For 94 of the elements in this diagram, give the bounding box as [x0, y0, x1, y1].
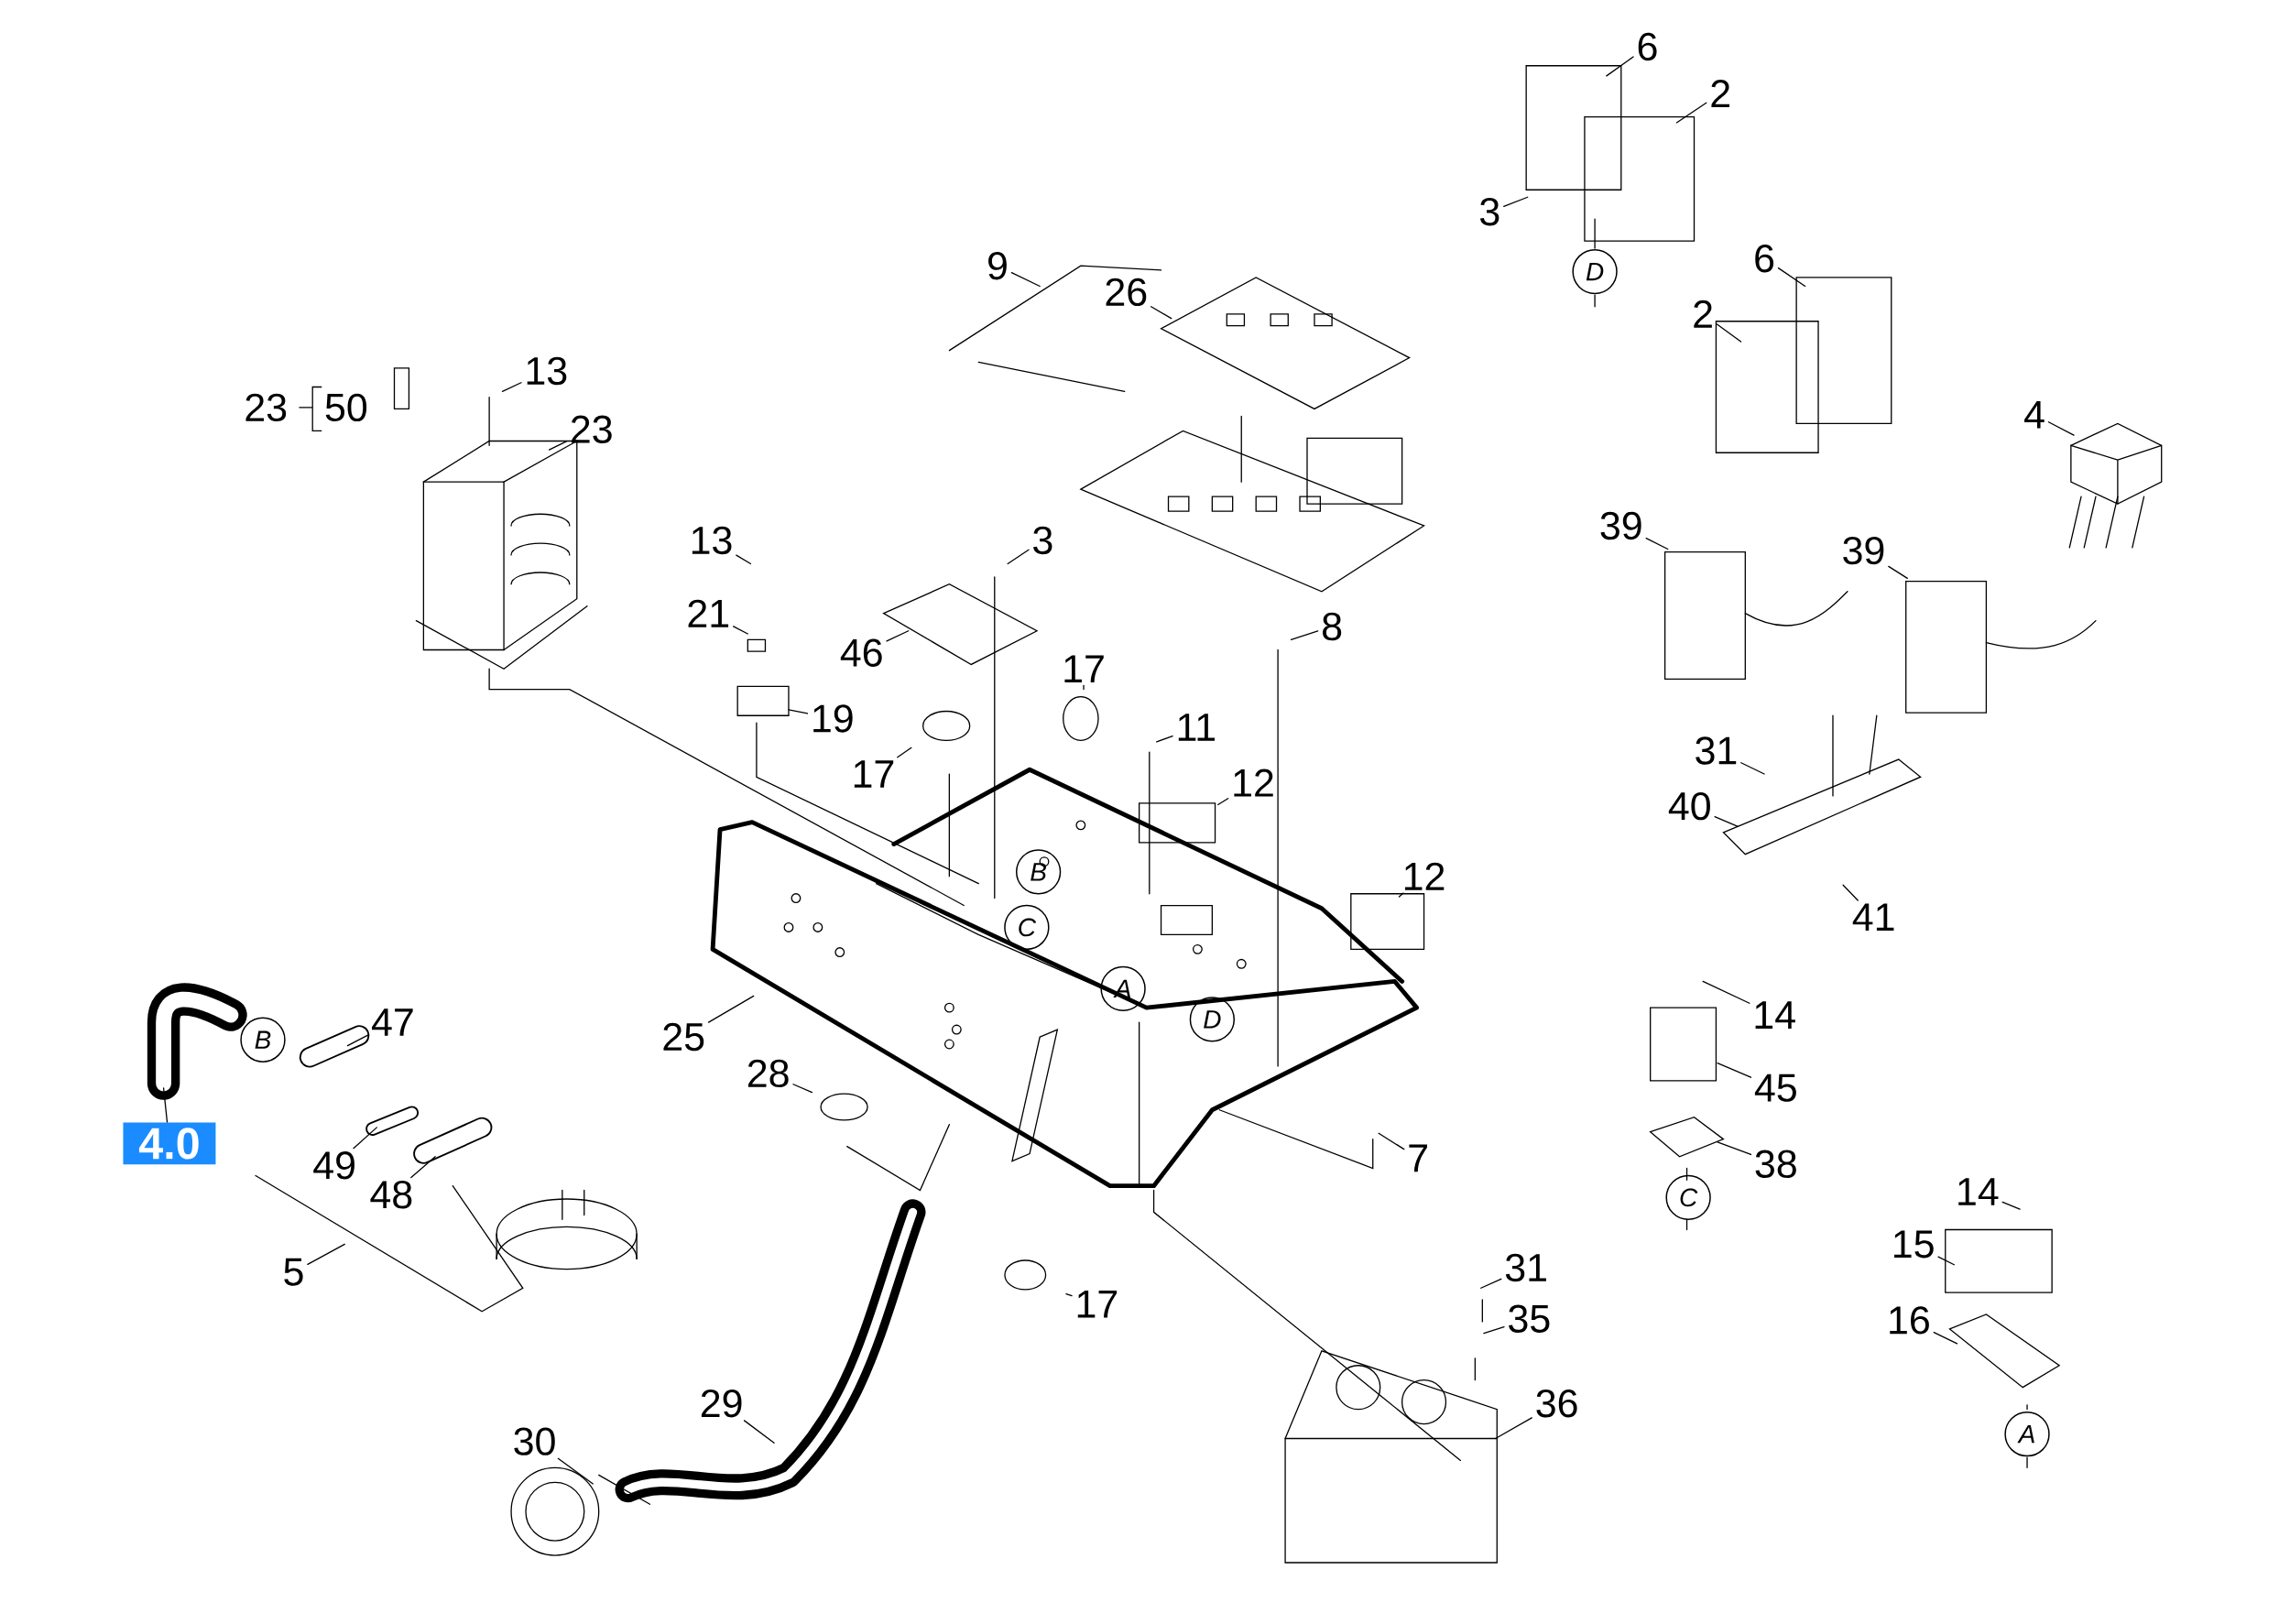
leader-line: [1777, 267, 1806, 288]
callout-number: 21: [688, 599, 729, 627]
callout-number: 14: [1755, 1001, 1795, 1029]
callout-number: 9: [988, 252, 1007, 280]
leader-line: [501, 382, 522, 392]
leader-line: [557, 1457, 594, 1485]
leader-line: [353, 1127, 377, 1150]
callout-number: 39: [1843, 536, 1884, 565]
callout-number: 8: [1323, 612, 1342, 641]
callout-number: 4: [2024, 401, 2045, 429]
leader-line: [707, 995, 755, 1023]
leader-line: [1675, 102, 1707, 124]
callout-number: 13: [527, 356, 567, 386]
callout-number: 3: [1480, 198, 1499, 226]
callout-number: 6: [1755, 245, 1774, 273]
callout-number: 28: [747, 1059, 789, 1088]
leader-line: [1714, 816, 1739, 828]
leader-line: [1503, 196, 1529, 207]
callout-number: 31: [1505, 1253, 1546, 1282]
leader-line: [1480, 1278, 1502, 1289]
callout-number: 40: [1668, 791, 1710, 821]
leader-line: [1398, 892, 1404, 898]
leader-line: [548, 441, 568, 451]
callout-number: 46: [840, 638, 882, 667]
leader-line: [1290, 630, 1319, 640]
leader-line: [2001, 1201, 2021, 1210]
leader-line: [346, 1034, 369, 1047]
callout-number: 13: [692, 526, 732, 555]
leader-line: [1888, 565, 1908, 580]
leader-line: [1156, 735, 1173, 743]
leader-line: [1007, 549, 1030, 565]
callout-number: 2: [1694, 300, 1712, 328]
leader-line: [736, 554, 752, 565]
leader-line: [162, 1087, 169, 1123]
callout-number: 35: [1509, 1304, 1550, 1333]
leader-line: [886, 630, 910, 642]
leader-line: [897, 747, 912, 758]
leader-line: [788, 709, 809, 714]
leader-line: [307, 1243, 345, 1266]
leader-line: [1083, 684, 1085, 691]
callout-number: 14: [1958, 1178, 1999, 1205]
callout-number: 48: [370, 1181, 412, 1209]
callout-number: 23: [572, 415, 612, 443]
callout-number: 31: [1696, 736, 1737, 765]
callout-number: 41: [1852, 903, 1894, 932]
leader-line: [1483, 1325, 1505, 1335]
leader-line: [1065, 1293, 1073, 1297]
leader-line: [1717, 1063, 1752, 1078]
leader-line: [1717, 1141, 1752, 1156]
callout-number: 12: [1404, 862, 1445, 890]
callout-number: 17: [1064, 655, 1104, 683]
callout-number: 7: [1409, 1144, 1427, 1172]
leader-line: [743, 1420, 775, 1444]
callout-number: 47: [372, 1008, 413, 1036]
callout-number: 19: [813, 704, 853, 733]
callout-number: 49: [313, 1151, 354, 1180]
leader-line: [1010, 271, 1041, 288]
callout-number: 36: [1536, 1390, 1577, 1418]
leader-line: [1937, 1256, 1955, 1266]
leader-line: [1495, 1417, 1532, 1440]
callout-number: 5: [284, 1258, 303, 1286]
leader-line: [1716, 323, 1742, 343]
callout-number: 6: [1638, 32, 1657, 61]
callout-number: 17: [1077, 1291, 1118, 1318]
leader-line: [1740, 762, 1765, 775]
callout-number: 12: [1234, 768, 1273, 797]
leader-line: [1150, 306, 1172, 320]
callout-number: 45: [1754, 1074, 1796, 1102]
leader-line: [1217, 798, 1229, 806]
leader-line: [1378, 1132, 1405, 1150]
callout-number: 30: [514, 1427, 555, 1455]
leader-line: [1933, 1331, 1958, 1345]
callout-number: 23: [245, 393, 287, 422]
callout-number: 15: [1894, 1230, 1934, 1259]
leader-line: [1702, 980, 1750, 1004]
callout-number: 29: [701, 1390, 742, 1418]
leader-line: [410, 1156, 436, 1179]
callout-number: 2: [1711, 80, 1729, 108]
callout-number: 16: [1890, 1306, 1929, 1335]
section-badge: 4.0: [123, 1122, 216, 1165]
callout-number: 50: [325, 393, 367, 422]
leader-line: [2047, 421, 2075, 436]
leader-line: [1645, 538, 1669, 550]
leader-line: [1842, 884, 1859, 901]
callout-number: 11: [1178, 714, 1215, 741]
callout-number: 26: [1106, 278, 1147, 307]
leader-line: [733, 626, 748, 635]
leader-line: [1606, 56, 1634, 77]
callout-number: 38: [1755, 1150, 1796, 1178]
callout-number: 17: [854, 760, 894, 788]
callout-number: 3: [1033, 526, 1052, 555]
leader-line: [792, 1084, 813, 1094]
callout-number: 39: [1600, 511, 1641, 540]
callout-number: 25: [663, 1022, 704, 1052]
